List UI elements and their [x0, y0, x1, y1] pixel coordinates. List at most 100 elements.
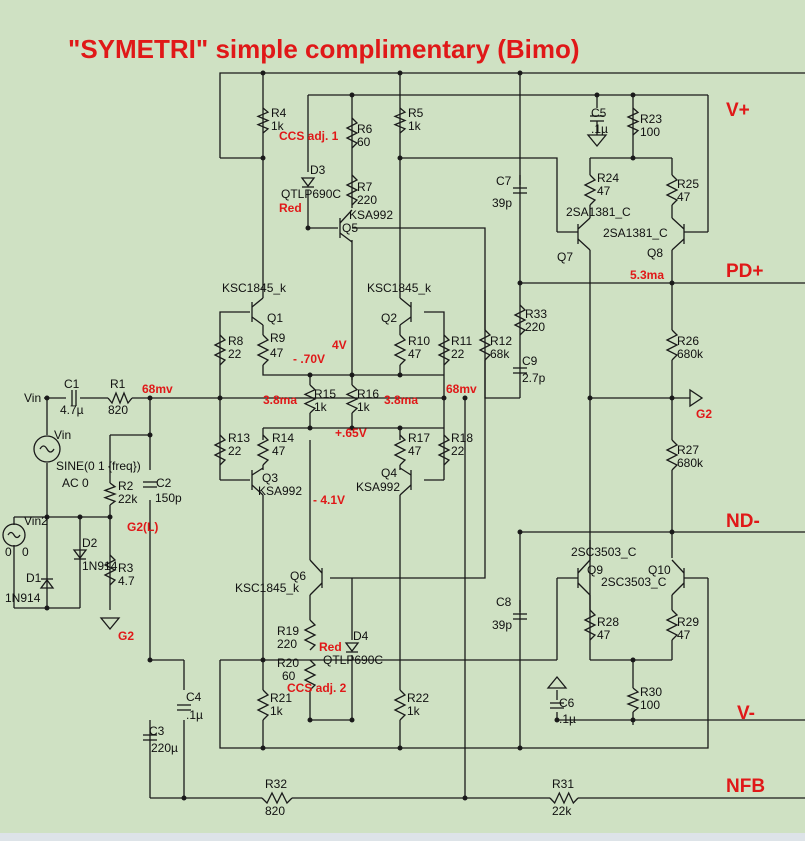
- val-r18: 22: [451, 444, 465, 458]
- transistor-q9-icon: [557, 540, 591, 596]
- ref-r3: R3: [118, 561, 134, 575]
- val-r14: 47: [272, 444, 286, 458]
- ref-r1: R1: [110, 377, 126, 391]
- source-expression: SINE(0 1 {freq}): [56, 459, 141, 473]
- diode-d1-icon: [39, 578, 55, 589]
- val-r13: 22: [228, 444, 242, 458]
- capacitor-c8-icon: [513, 613, 527, 620]
- resistor-r21-icon: [256, 689, 270, 721]
- net-label-vin-src: Vin: [54, 428, 71, 442]
- resistor-r27-icon: [665, 439, 679, 471]
- ref-c7: C7: [496, 174, 512, 188]
- val-q9: 2SC3503_C: [571, 545, 637, 559]
- resistor-r31-icon: [549, 791, 579, 805]
- annotation-3-8ma-right: 3.8ma: [384, 393, 418, 407]
- val-r9: 47: [270, 346, 284, 360]
- ref-q7: Q7: [557, 250, 573, 264]
- transistor-q3-icon: [251, 467, 264, 496]
- signal-sources: [2, 435, 61, 547]
- ground-g2-left-icon: [99, 617, 121, 631]
- ref-r29: R29: [677, 615, 699, 629]
- val-r22: 1k: [407, 704, 421, 718]
- val-r33: 220: [525, 320, 545, 334]
- ref-r17: R17: [408, 431, 430, 445]
- annotation-ccs-adj-1: CCS adj. 1: [279, 129, 339, 143]
- resistor-r14-icon: [256, 434, 270, 466]
- source-ac: AC 0: [62, 476, 89, 490]
- capacitor-c3-icon: [143, 734, 157, 741]
- resistor-r16-icon: [345, 384, 359, 414]
- annotation-4v: 4V: [332, 338, 347, 352]
- resistor-r19-icon: [303, 619, 317, 651]
- resistor-r26-icon: [665, 329, 679, 361]
- val-c1: 4.7µ: [60, 403, 84, 417]
- ref-r10: R10: [408, 334, 430, 348]
- ref-r13: R13: [228, 431, 250, 445]
- transistor-q7-icon: [557, 217, 591, 251]
- resistor-r8-icon: [213, 334, 227, 366]
- diode-symbols: [39, 177, 360, 653]
- resistor-r28-icon: [583, 609, 597, 641]
- val-r28: 47: [597, 628, 611, 642]
- val-r1: 820: [108, 403, 128, 417]
- ref-c6: C6: [559, 696, 575, 710]
- val-r32: 820: [265, 804, 285, 818]
- rail-label-vminus: V-: [737, 703, 755, 724]
- annotation-minus-41v: - 4.1V: [313, 493, 345, 507]
- ref-r6: R6: [357, 122, 373, 136]
- net-label-vin2: Vin2: [24, 514, 48, 528]
- ref-r15: R15: [314, 387, 336, 401]
- val-q6: KSC1845_k: [235, 581, 300, 595]
- transistor-q6-icon: [309, 559, 323, 596]
- val-r2: 22k: [118, 492, 138, 506]
- resistor-r12-icon: [478, 329, 492, 361]
- ref-q9: Q9: [587, 563, 603, 577]
- val-c4: .1µ: [186, 708, 203, 722]
- val-r10: 47: [408, 347, 422, 361]
- ref-d1: D1: [26, 571, 42, 585]
- capacitor-c5-icon: [590, 115, 604, 135]
- val-q3: KSA992: [258, 484, 302, 498]
- ref-c1: C1: [64, 377, 80, 391]
- transistor-q2-icon: [399, 297, 412, 326]
- annotation-red-d3: Red: [279, 201, 302, 215]
- rail-label-nfb: NFB: [726, 776, 765, 797]
- val-r23: 100: [640, 125, 660, 139]
- resistor-r4-icon: [256, 107, 270, 134]
- val-c5: .1µ: [591, 122, 608, 136]
- val-r3: 4.7: [118, 574, 135, 588]
- resistor-r32-icon: [261, 791, 293, 805]
- ref-q8: Q8: [647, 246, 663, 260]
- val-r31: 22k: [552, 804, 572, 818]
- ground-c6-icon: [546, 675, 568, 689]
- ref-r25: R25: [677, 177, 699, 191]
- ground-symbols: [99, 134, 704, 689]
- val-r24: 47: [597, 184, 611, 198]
- resistor-r9-icon: [256, 334, 270, 366]
- ref-r12: R12: [490, 334, 512, 348]
- val-d4: QTLP690C: [323, 653, 383, 667]
- val-r19: 220: [277, 637, 297, 651]
- val-c9: 2.7p: [522, 371, 546, 385]
- ref-r2: R2: [118, 479, 134, 493]
- ref-c2: C2: [156, 476, 172, 490]
- resistor-r33-icon: [513, 304, 527, 336]
- ref-r31: R31: [552, 777, 574, 791]
- ref-r14: R14: [272, 431, 294, 445]
- ref-r23: R23: [640, 112, 662, 126]
- capacitor-c1-icon: [71, 390, 77, 406]
- capacitor-c6-icon: [550, 702, 564, 709]
- val-c6: .1µ: [559, 712, 576, 726]
- net-label-g2-left: G2: [118, 629, 134, 643]
- annotation-ccs-adj-2: CCS adj. 2: [287, 681, 347, 695]
- annotation-red-d4: Red: [319, 640, 342, 654]
- val-c7: 39p: [492, 196, 512, 210]
- val-c8: 39p: [492, 618, 512, 632]
- resistor-r13-icon: [213, 434, 227, 466]
- ref-c3: C3: [149, 724, 165, 738]
- annotation-3-8ma-left: 3.8ma: [263, 393, 297, 407]
- ref-r19: R19: [277, 624, 299, 638]
- val-r15: 1k: [314, 400, 328, 414]
- capacitor-c9-icon: [513, 367, 527, 374]
